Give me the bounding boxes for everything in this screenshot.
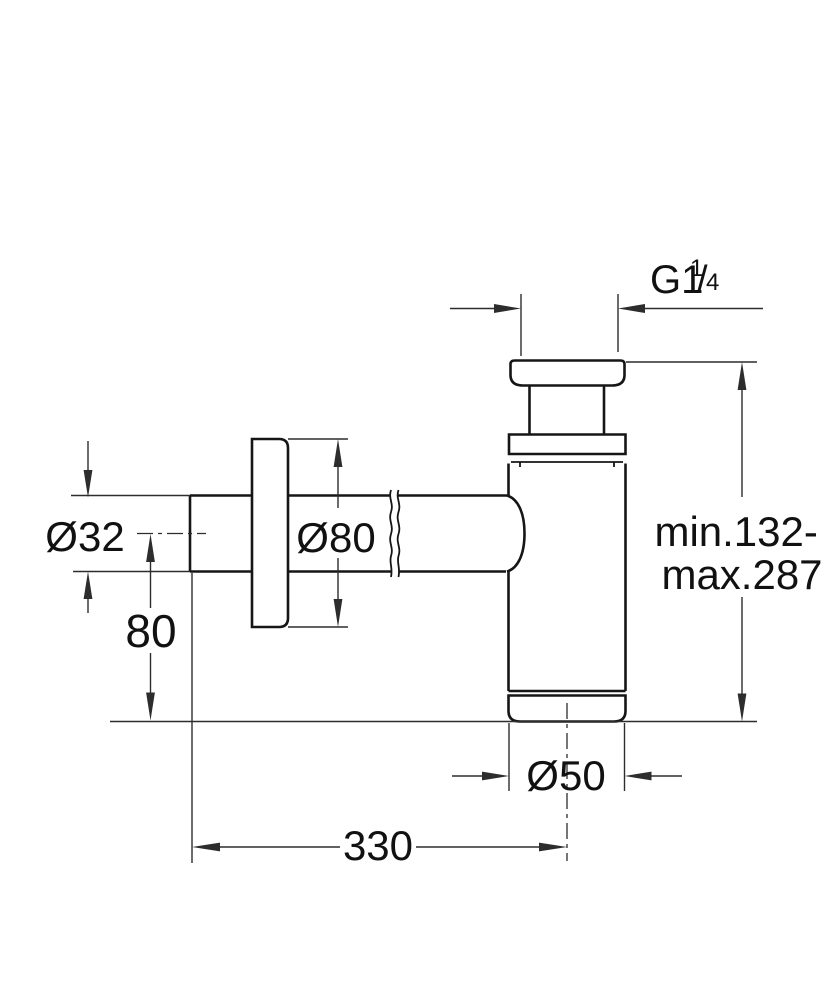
inlet-height-arrowhead-down bbox=[146, 692, 155, 721]
dim-height-range: min.132- max.287 bbox=[110, 361, 829, 723]
thread-arrowhead-right bbox=[618, 304, 645, 313]
inlet-height-label: 80 bbox=[125, 605, 176, 657]
thread-arrowhead-left bbox=[494, 304, 521, 313]
dim-thread-g114: G1 1 / 4 bbox=[450, 238, 763, 356]
height-arrowhead-down bbox=[737, 693, 747, 722]
trap-top-assembly bbox=[507, 359, 627, 467]
length-arrowhead-left bbox=[192, 842, 220, 852]
top-flange-outline bbox=[509, 359, 626, 387]
height-arrowhead-up bbox=[737, 362, 747, 390]
body-arrowhead-left bbox=[482, 771, 509, 781]
pipe-break-mark-right bbox=[396, 489, 401, 578]
inlet-arrowhead-up bbox=[83, 571, 93, 599]
height-range-label: min.132- max.287 bbox=[654, 508, 829, 598]
body-arrowhead-right bbox=[624, 771, 652, 781]
dim-body-diameter: Ø50 bbox=[452, 723, 682, 799]
rosette-arrowhead-down bbox=[333, 599, 343, 627]
length-arrowhead-right bbox=[539, 842, 567, 852]
wall-flange-outline bbox=[250, 437, 290, 629]
body-diameter-label: Ø50 bbox=[526, 752, 605, 799]
thread-size-label: G1 1 / 4 bbox=[650, 238, 719, 302]
wall-rosette-flange bbox=[250, 437, 290, 629]
inlet-arrowhead-down bbox=[83, 470, 93, 498]
pipe-end-arc bbox=[506, 494, 526, 573]
inlet-height-arrowhead-up bbox=[146, 534, 155, 562]
dim-inlet-diameter: Ø32 bbox=[45, 441, 190, 613]
trap-body bbox=[507, 463, 627, 723]
dim-rosette-diameter: Ø80 bbox=[288, 438, 376, 628]
projection-length-label: 330 bbox=[343, 822, 413, 869]
rosette-arrowhead-up bbox=[333, 439, 343, 467]
inlet-pipe bbox=[188, 489, 526, 578]
dim-projection-length: 330 bbox=[191, 573, 567, 869]
rosette-diameter-label: Ø80 bbox=[296, 514, 375, 561]
dim-inlet-height: 80 bbox=[125, 534, 177, 721]
inlet-diameter-label: Ø32 bbox=[45, 513, 124, 560]
pipe-break-mark-left bbox=[389, 489, 393, 578]
union-nut-outline bbox=[507, 433, 627, 456]
